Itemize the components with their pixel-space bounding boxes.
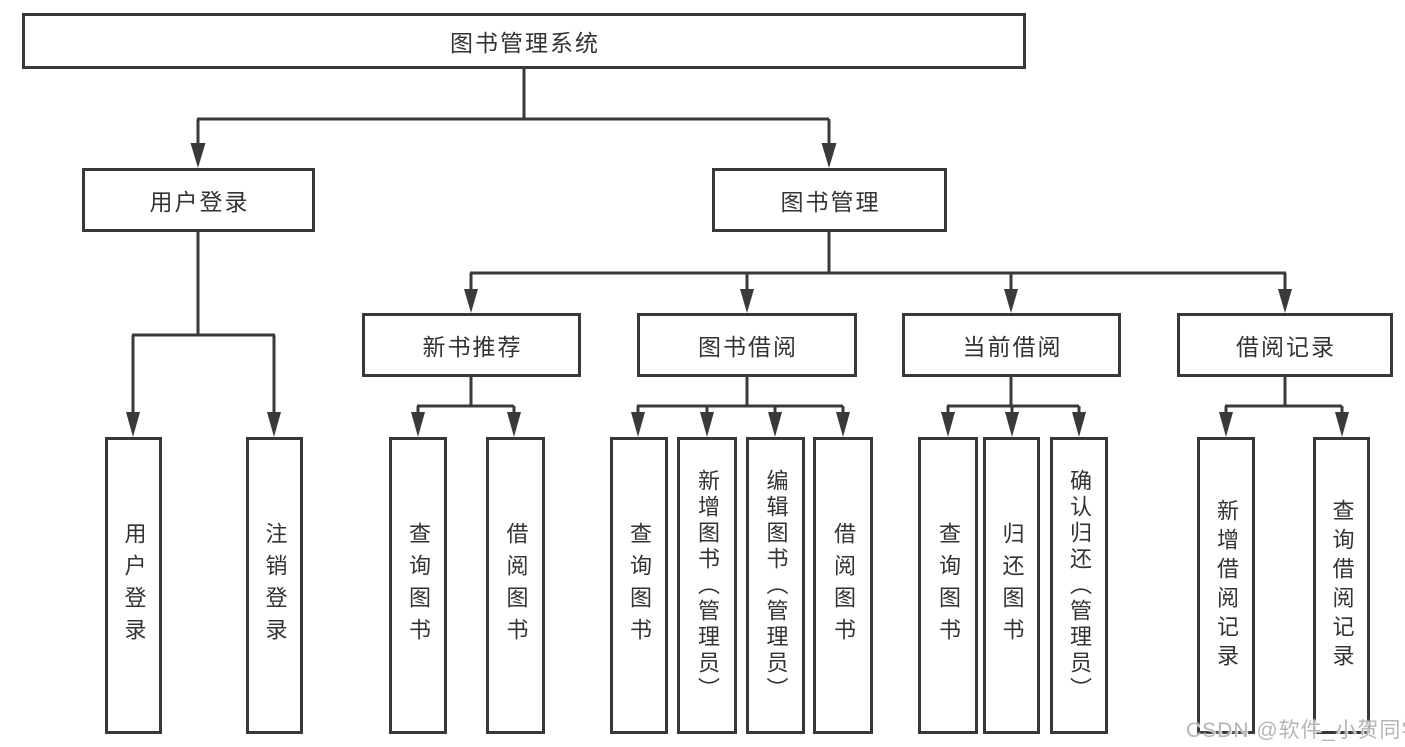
leaf-query-borrow-record: 查询借阅记录 [1313, 437, 1370, 734]
leaf-borrow-books-recommend-label: 借阅图书 [503, 521, 529, 650]
node-book-borrowing-label: 图书借阅 [698, 334, 798, 360]
leaf-user-login-label: 用户登录 [121, 521, 147, 650]
node-borrowing-records-label: 借阅记录 [1236, 334, 1336, 360]
leaf-query-books-recommend: 查询图书 [389, 437, 447, 734]
node-borrowing-records: 借阅记录 [1177, 313, 1393, 377]
node-root-system: 图书管理系统 [22, 13, 1026, 69]
node-root-system-label: 图书管理系统 [450, 30, 600, 56]
leaf-confirm-return-admin-label: 确认归还（管理员） [1067, 468, 1092, 703]
leaf-edit-books-admin: 编辑图书（管理员） [746, 437, 805, 734]
leaf-logout-label: 注销登录 [262, 521, 288, 650]
leaf-confirm-return-admin: 确认归还（管理员） [1050, 437, 1108, 734]
node-book-management-branch-label: 图书管理 [780, 189, 881, 215]
arrowheads-borrow-records-children [1219, 412, 1349, 437]
node-user-login-branch-label: 用户登录 [149, 189, 250, 215]
leaf-query-books-borrowing: 查询图书 [610, 437, 668, 734]
connector-root-to-branches [196, 69, 831, 144]
leaf-borrow-books: 借阅图书 [813, 437, 873, 734]
csdn-watermark: CSDN @软件_小贺同学 [1186, 719, 1405, 742]
connector-user-login-children [131, 232, 276, 413]
node-current-borrowing-label: 当前借阅 [962, 334, 1063, 360]
leaf-query-books-current: 查询图书 [918, 437, 978, 734]
leaf-user-login: 用户登录 [105, 437, 162, 734]
leaf-return-books: 归还图书 [983, 437, 1040, 734]
leaf-borrow-books-label: 借阅图书 [831, 521, 856, 650]
leaf-logout: 注销登录 [246, 437, 303, 734]
connector-book-mgmt-to-modules [469, 232, 1287, 290]
leaf-add-borrow-record: 新增借阅记录 [1197, 437, 1255, 734]
leaf-query-books-recommend-label: 查询图书 [406, 521, 431, 650]
leaf-borrow-books-recommend: 借阅图书 [486, 437, 545, 734]
leaf-add-borrow-record-label: 新增借阅记录 [1214, 498, 1239, 673]
arrowheads-current-borrow-children [941, 412, 1086, 437]
leaf-add-books-admin-label: 新增图书（管理员） [695, 468, 720, 703]
arrowheads-new-books-children [411, 412, 521, 437]
leaf-query-borrow-record-label: 查询借阅记录 [1329, 498, 1355, 673]
connector-new-books-children [416, 377, 516, 414]
node-user-login-branch: 用户登录 [82, 168, 315, 232]
connector-borrow-records-children [1224, 377, 1344, 414]
arrowheads-modules [464, 289, 1292, 313]
arrowheads-branches [190, 143, 837, 168]
node-book-borrowing: 图书借阅 [637, 313, 857, 377]
connector-current-borrow-children [946, 377, 1081, 414]
node-new-book-recommend: 新书推荐 [362, 313, 581, 377]
arrowheads-book-borrow-children [631, 412, 850, 437]
arrowheads-user-login-children [126, 412, 281, 437]
leaf-query-books-current-label: 查询图书 [936, 521, 961, 650]
connector-book-borrow-children [636, 377, 845, 414]
leaf-query-books-borrowing-label: 查询图书 [627, 521, 652, 650]
node-new-book-recommend-label: 新书推荐 [422, 334, 523, 360]
leaf-edit-books-admin-label: 编辑图书（管理员） [763, 468, 789, 703]
node-book-management-branch: 图书管理 [712, 168, 947, 232]
leaf-return-books-label: 归还图书 [999, 521, 1025, 650]
node-current-borrowing: 当前借阅 [902, 313, 1121, 377]
leaf-add-books-admin: 新增图书（管理员） [677, 437, 737, 734]
